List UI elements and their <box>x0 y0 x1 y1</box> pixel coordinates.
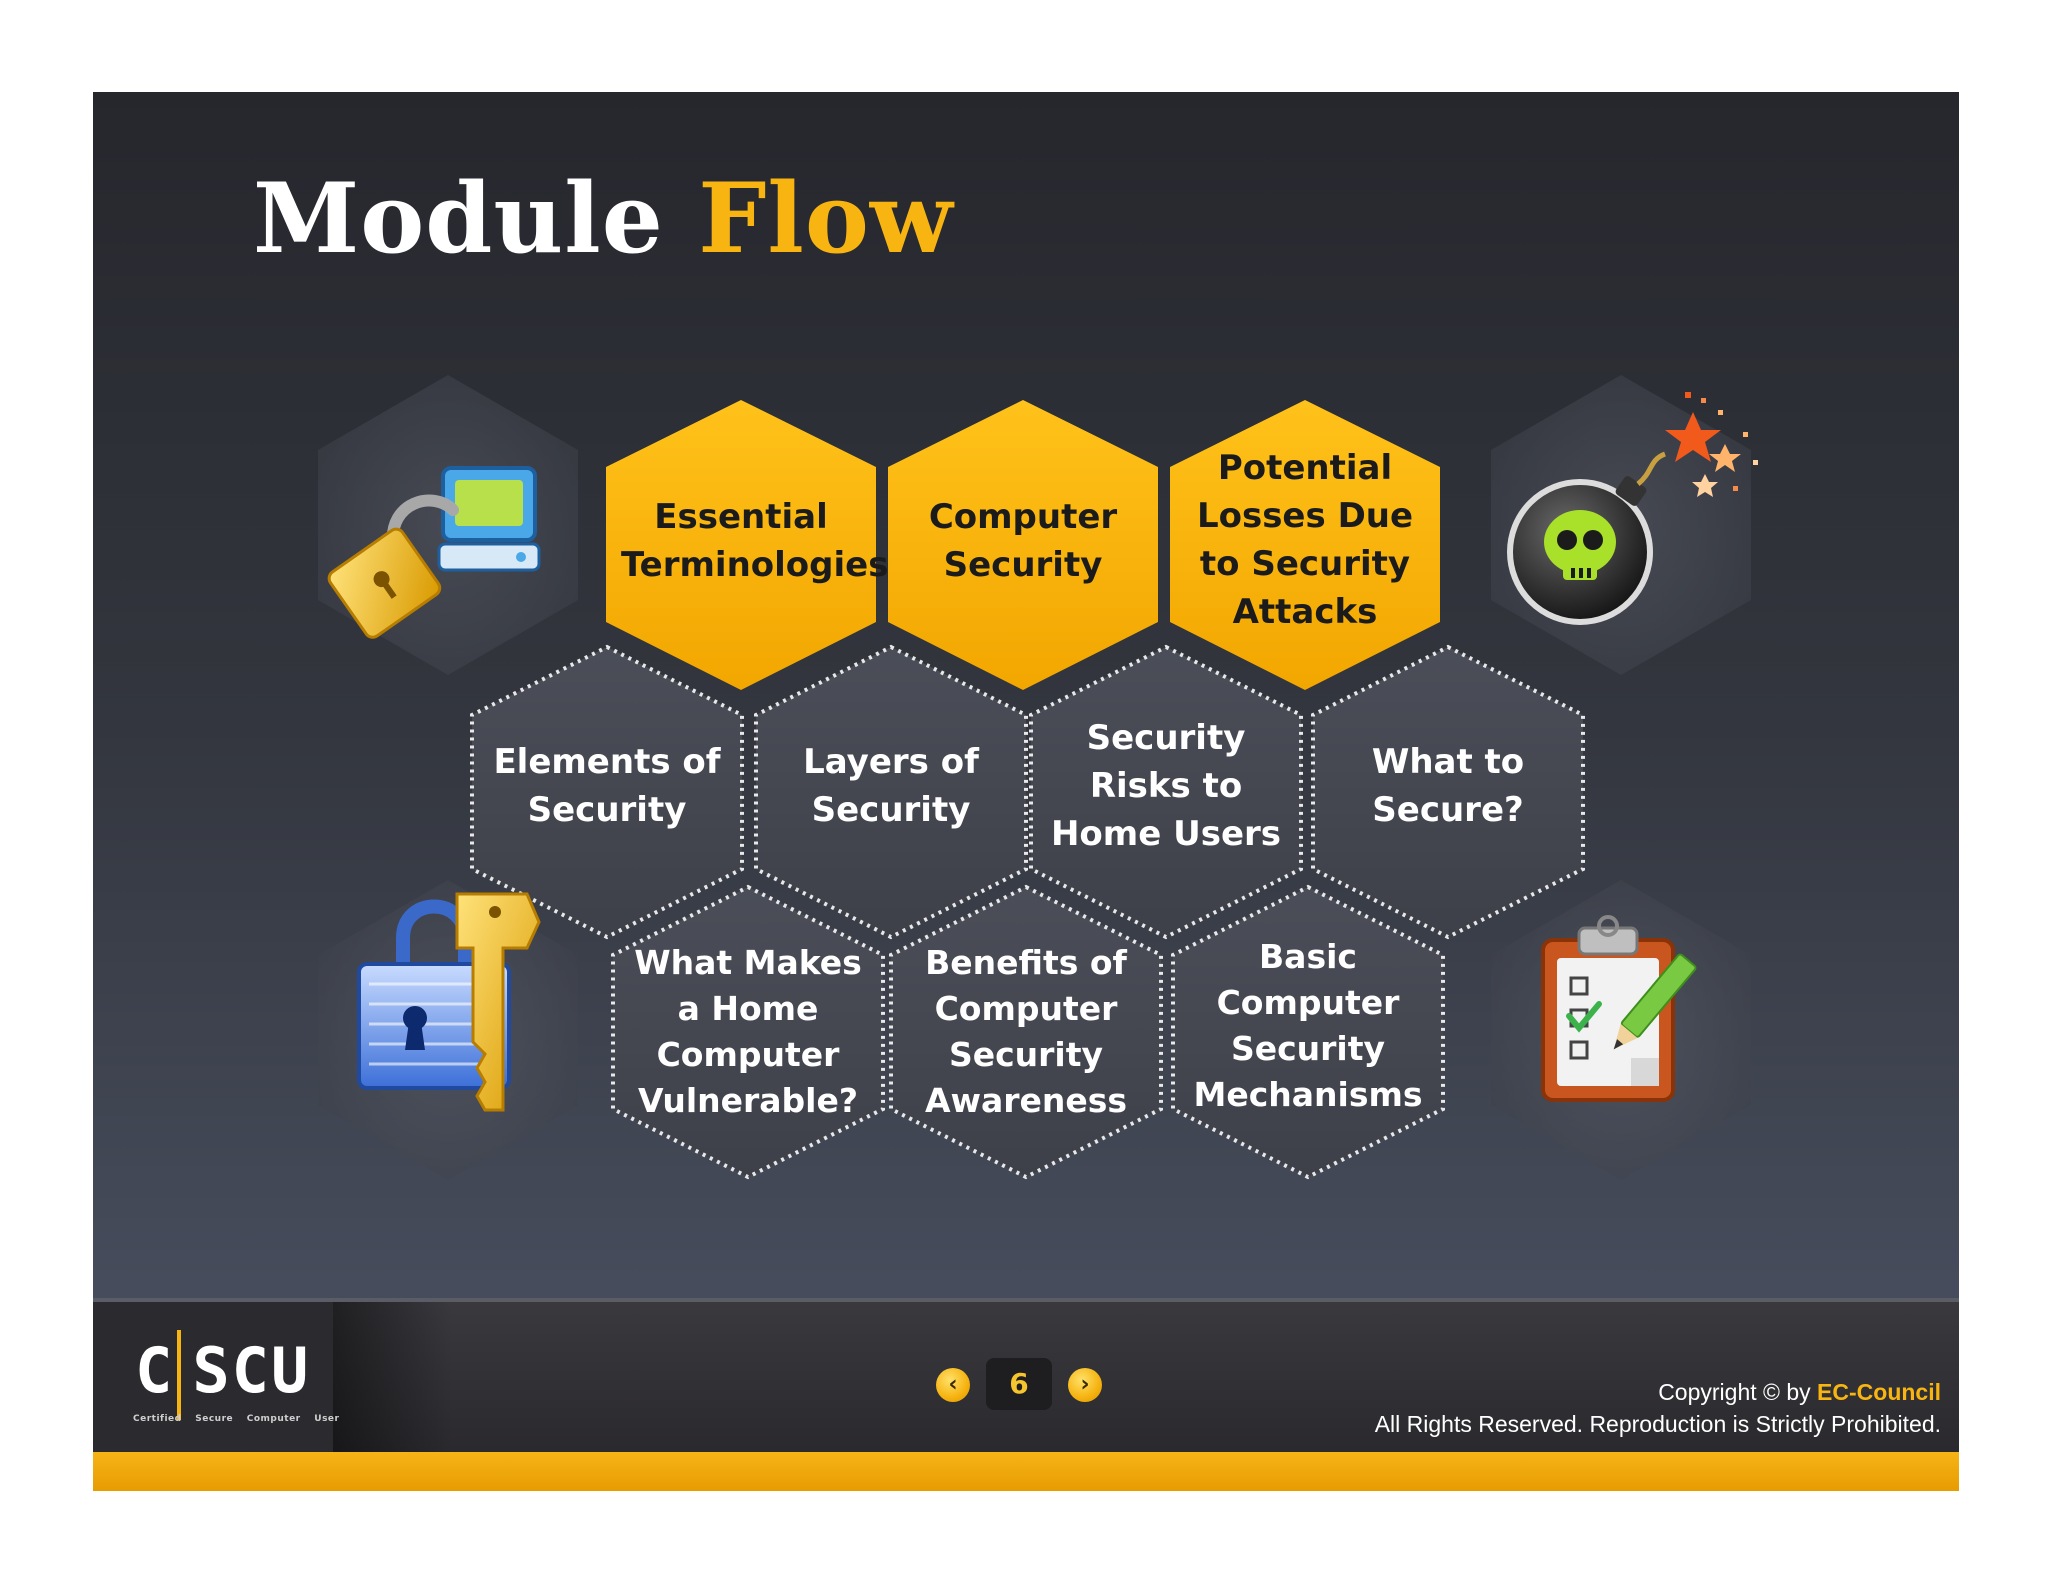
hex-potential-losses[interactable] <box>1170 400 1440 690</box>
prev-page-button[interactable]: ‹ <box>936 1368 970 1402</box>
title-word-module: Module <box>253 162 664 275</box>
hex-what-to-secure[interactable] <box>1311 644 1585 940</box>
copyright-line: Copyright © by EC-Council <box>1658 1379 1941 1405</box>
page-title: Module Flow <box>253 162 953 275</box>
logo-subtitle: Certified Secure Computer User <box>133 1414 340 1424</box>
next-page-button[interactable]: › <box>1068 1368 1102 1402</box>
label-benefits-awareness: Benefits of Computer Security Awareness <box>924 943 1128 1120</box>
label-layers-of-security: Layers of Security <box>803 742 979 830</box>
logo-shadow <box>333 1302 453 1452</box>
hex-layers-of-security[interactable] <box>754 644 1028 940</box>
hex-security-risks-home-users[interactable] <box>1029 644 1303 940</box>
footer-accent-bar <box>93 1452 1959 1491</box>
footer-separator <box>93 1298 1959 1302</box>
hex-what-makes-vulnerable[interactable] <box>611 884 885 1180</box>
label-basic-mechanisms: Basic Computer Security Mechanisms <box>1193 937 1423 1114</box>
label-essential-terminologies: Essential Terminologies <box>621 497 889 585</box>
hex-computer-security[interactable] <box>888 400 1158 690</box>
copyright-notice: Copyright © by EC-Council All Rights Res… <box>1375 1376 1941 1440</box>
label-computer-security: Computer Security <box>928 497 1118 585</box>
title-word-flow: Flow <box>698 162 954 275</box>
padlock-computer-icon <box>327 466 541 639</box>
module-flow-hexmap <box>318 375 1758 1180</box>
label-security-risks-home-users: Security Risks to Home Users <box>1050 718 1282 854</box>
hex-elements-of-security[interactable] <box>470 644 744 940</box>
slide: Module Flow <box>93 92 1959 1491</box>
rights-line: All Rights Reserved. Reproduction is Str… <box>1374 1411 1941 1437</box>
ec-council-brand: EC-Council <box>1817 1379 1941 1405</box>
label-what-makes-vulnerable: What Makes a Home Computer Vulnerable? <box>634 943 862 1120</box>
label-potential-losses: Potential Losses Due to Security Attacks <box>1196 448 1414 632</box>
hex-basic-mechanisms[interactable] <box>1171 884 1445 1180</box>
page-navigation: ‹ 6 › <box>936 1354 1106 1414</box>
logo-divider <box>177 1330 181 1420</box>
hex-benefits-awareness[interactable] <box>889 884 1163 1180</box>
label-what-to-secure: What to Secure? <box>1371 742 1525 830</box>
bomb-skull-icon <box>1507 392 1758 625</box>
lock-key-icon <box>357 892 541 1112</box>
checklist-clipboard-icon <box>1541 915 1697 1102</box>
logo-panel <box>93 1302 333 1452</box>
label-elements-of-security: Elements of Security <box>493 742 721 830</box>
hex-essential-terminologies[interactable] <box>606 400 876 690</box>
page-number: 6 <box>986 1358 1052 1410</box>
